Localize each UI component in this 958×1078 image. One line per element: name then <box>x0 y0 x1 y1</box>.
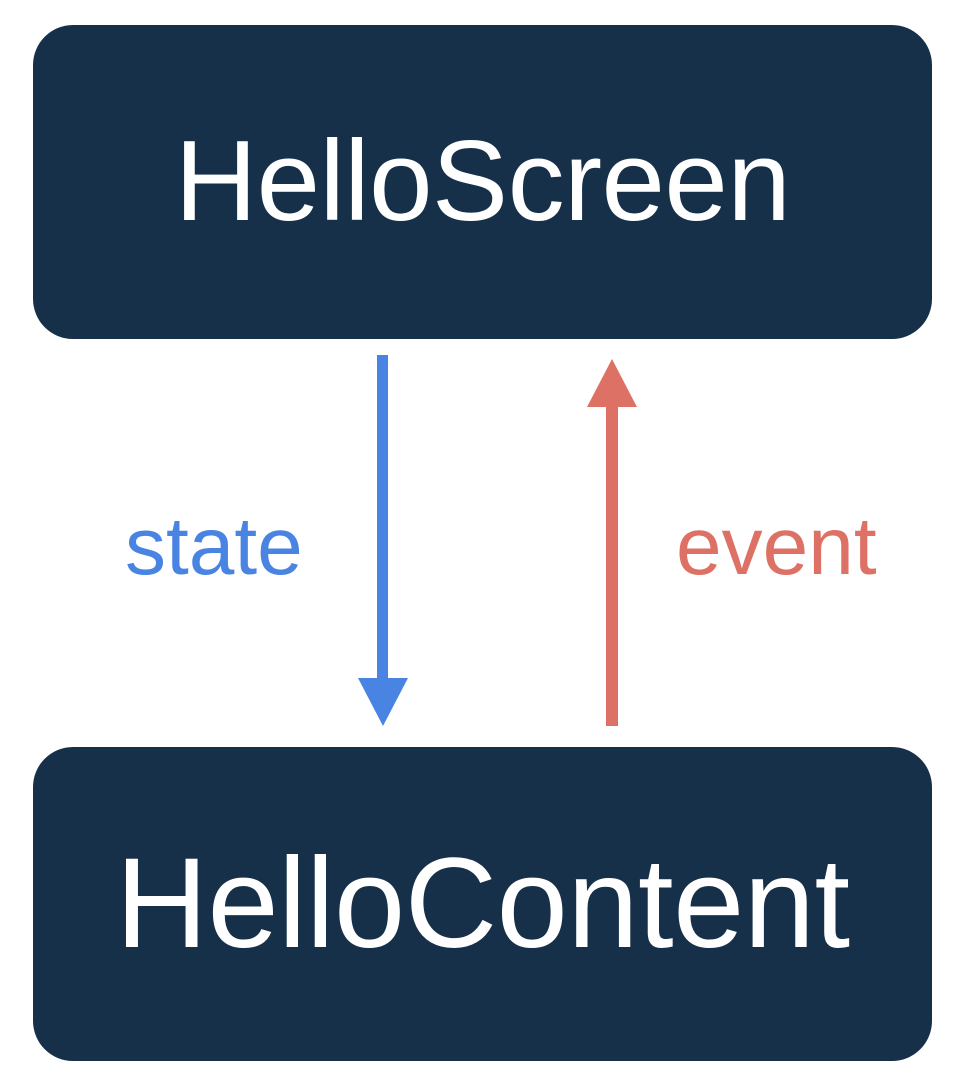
node-hello-screen-label: HelloScreen <box>174 118 791 245</box>
node-hello-content-label: HelloContent <box>115 832 851 975</box>
node-hello-screen[interactable]: HelloScreen <box>33 25 932 339</box>
event-arrow <box>587 359 637 726</box>
node-hello-content[interactable]: HelloContent <box>33 747 932 1061</box>
event-arrow-head <box>587 359 637 407</box>
edge-label-event: event <box>676 501 877 592</box>
event-arrow-shaft <box>606 404 618 726</box>
edge-label-state: state <box>125 501 303 592</box>
state-arrow-head <box>358 678 408 726</box>
state-arrow-shaft <box>377 355 388 683</box>
state-arrow <box>358 355 408 726</box>
